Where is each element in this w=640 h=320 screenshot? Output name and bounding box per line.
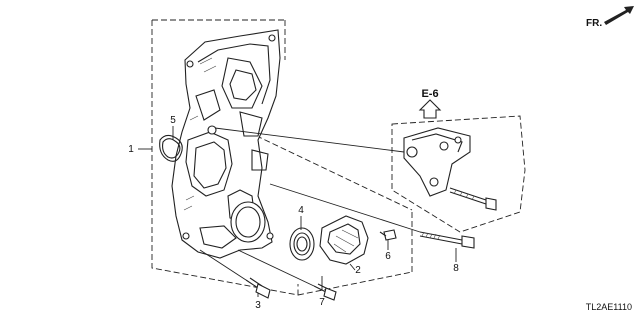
assembly-dashed-frame	[151, 19, 413, 296]
leader-lines	[138, 126, 457, 297]
chain-case-cover[interactable]	[171, 29, 281, 259]
oil-seal[interactable]	[289, 227, 315, 261]
callout-2: 2	[355, 265, 361, 276]
callout-1: 1	[128, 144, 134, 155]
engine-mount-bracket[interactable]	[403, 127, 497, 211]
reference-arrow-icon	[418, 99, 442, 119]
reference-label: E-6	[421, 88, 438, 100]
direction-label: FR.	[586, 18, 602, 29]
callout-8: 8	[453, 263, 459, 274]
flange-bolt-left[interactable]	[245, 277, 271, 299]
o-ring-gasket[interactable]	[159, 134, 183, 162]
small-flange-bolt[interactable]	[379, 229, 397, 241]
flange-bolt-right[interactable]	[313, 283, 337, 301]
bracket-dashed-frame	[391, 115, 526, 233]
callout-3: 3	[255, 300, 261, 311]
front-direction-arrow-icon	[604, 6, 634, 25]
long-flange-bolt[interactable]	[419, 231, 475, 249]
callout-4: 4	[298, 205, 304, 216]
callout-7: 7	[319, 297, 325, 308]
diagram-code: TL2AE1110	[586, 302, 632, 312]
oil-pump-cover-plate[interactable]	[319, 215, 369, 265]
callout-5: 5	[170, 115, 176, 126]
callout-6: 6	[385, 251, 391, 262]
